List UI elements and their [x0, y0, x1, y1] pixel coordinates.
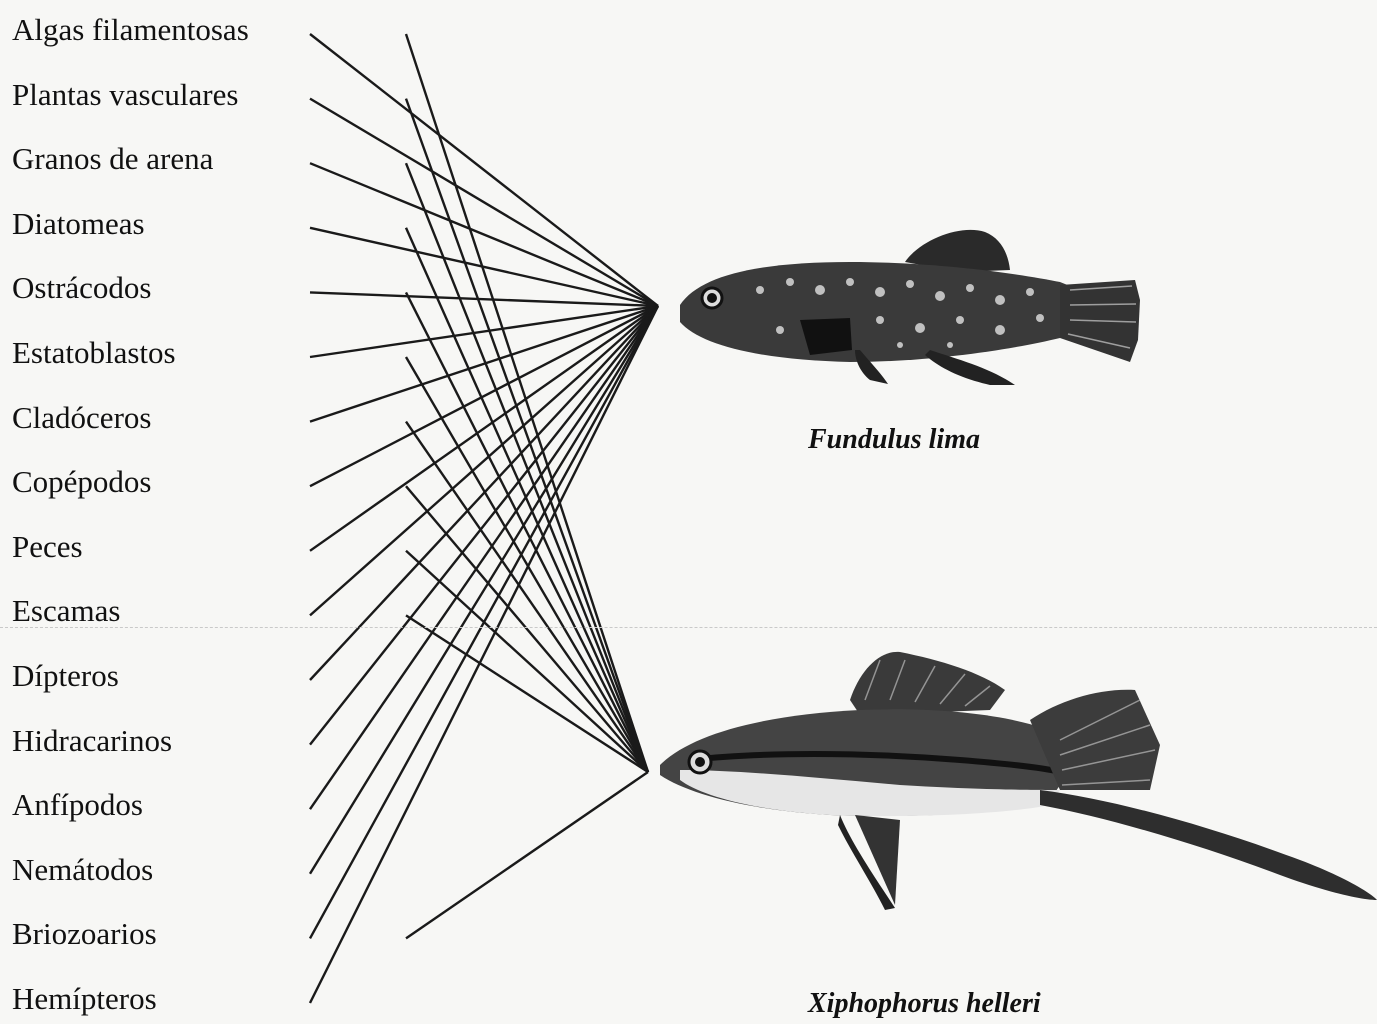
xiphophorus-diet-link — [406, 357, 648, 772]
food-item-label: Ostrácodos — [12, 272, 151, 303]
food-item-label: Diatomeas — [12, 208, 145, 239]
food-item-label: Nemátodos — [12, 854, 153, 885]
food-item-label: Copépodos — [12, 466, 152, 497]
xiphophorus-diet-link — [406, 99, 648, 772]
xiphophorus-diet-link — [406, 228, 648, 772]
xiphophorus-diet-link — [406, 486, 648, 772]
fundulus-diet-link — [310, 306, 658, 615]
food-item-label: Escamas — [12, 595, 120, 626]
food-item-label: Estatoblastos — [12, 337, 176, 368]
page-fold-line — [0, 627, 1377, 628]
food-item-label: Algas filamentosas — [12, 14, 249, 45]
xiphophorus-helleri-label: Xiphophorus helleri — [808, 990, 1041, 1018]
fundulus-fish-illustration — [680, 230, 1140, 385]
xiphophorus-fish-illustration — [660, 652, 1377, 910]
food-item-label: Plantas vasculares — [12, 79, 238, 110]
food-item-label: Anfípodos — [12, 789, 143, 820]
xiphophorus-diet-link — [406, 772, 648, 938]
food-item-label: Peces — [12, 531, 83, 562]
fundulus-diet-link — [310, 306, 658, 551]
xiphophorus-diet-link — [406, 422, 648, 772]
fundulus-diet-link — [310, 306, 658, 874]
food-item-label: Briozoarios — [12, 918, 157, 949]
fundulus-diet-link — [310, 163, 658, 306]
xiphophorus-diet-link — [406, 163, 648, 772]
food-item-label: Cladóceros — [12, 402, 151, 433]
food-item-label: Hemípteros — [12, 983, 157, 1014]
food-item-label: Hidracarinos — [12, 725, 172, 756]
fundulus-diet-link — [310, 34, 658, 306]
xiphophorus-diet-link — [406, 615, 648, 772]
xiphophorus-diet-links — [406, 34, 648, 938]
fundulus-lima-label: Fundulus lima — [808, 426, 980, 454]
food-item-label: Dípteros — [12, 660, 119, 691]
fundulus-diet-links — [310, 34, 658, 1003]
food-item-label: Granos de arena — [12, 143, 213, 174]
